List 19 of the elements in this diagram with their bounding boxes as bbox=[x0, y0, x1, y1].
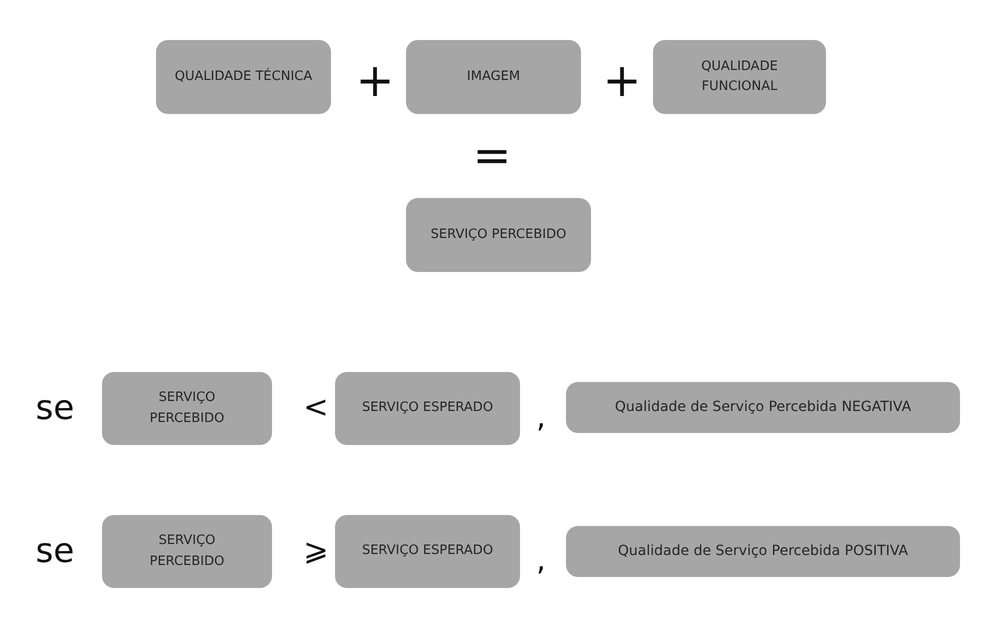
comma: , bbox=[536, 403, 546, 433]
rounded-box: Qualidade de Serviço Percebida NEGATIVA bbox=[566, 382, 960, 433]
rounded-box: SERVIÇO PERCEBIDO bbox=[102, 372, 272, 445]
less-than-sign: < bbox=[303, 393, 329, 423]
rounded-box: SERVIÇO ESPERADO bbox=[335, 372, 520, 445]
comma: , bbox=[536, 546, 546, 576]
rounded-box: SERVIÇO PERCEBIDO bbox=[102, 515, 272, 588]
plus-sign: + bbox=[602, 57, 642, 103]
rounded-box: SERVIÇO PERCEBIDO bbox=[406, 198, 591, 272]
equals-sign: = bbox=[472, 132, 512, 178]
condition-word: se bbox=[36, 391, 74, 425]
condition-word: se bbox=[36, 534, 74, 568]
plus-sign: + bbox=[356, 57, 394, 103]
rounded-box: IMAGEM bbox=[406, 40, 581, 114]
greater-or-equal-sign: ⩾ bbox=[303, 536, 329, 566]
rounded-box: Qualidade de Serviço Percebida POSITIVA bbox=[566, 526, 960, 577]
rounded-box: QUALIDADE TÉCNICA bbox=[156, 40, 331, 114]
rounded-box: SERVIÇO ESPERADO bbox=[335, 515, 520, 588]
rounded-box: QUALIDADE FUNCIONAL bbox=[653, 40, 826, 114]
